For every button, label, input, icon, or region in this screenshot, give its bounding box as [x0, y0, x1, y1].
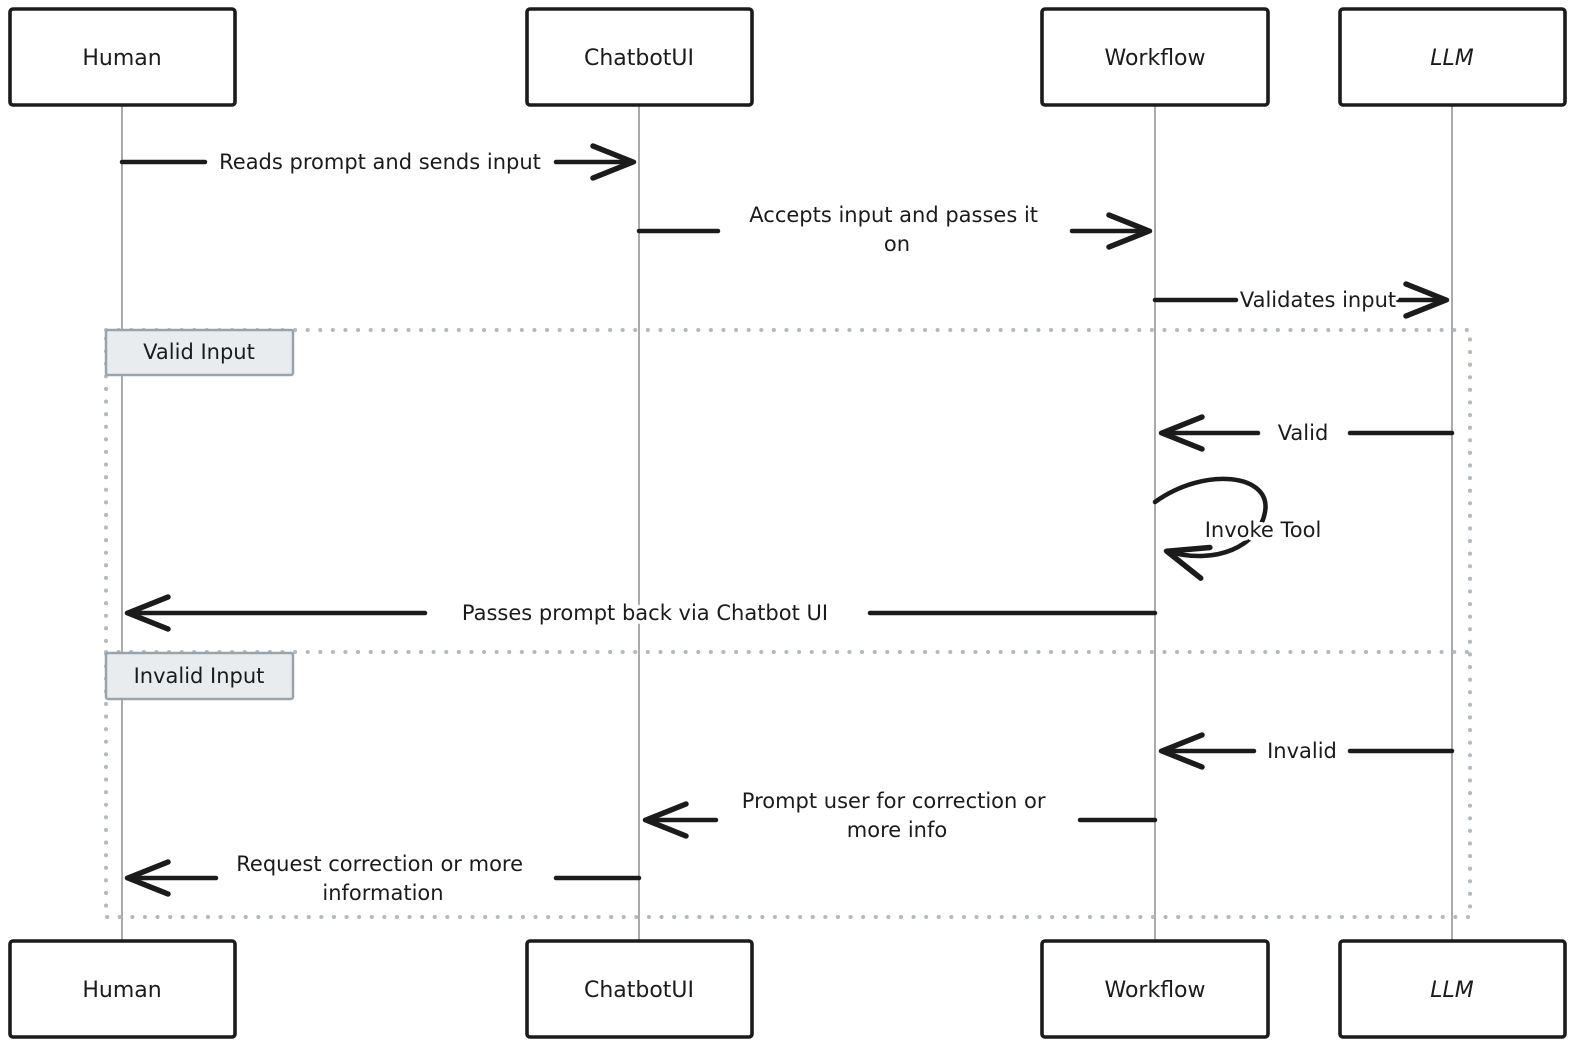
participant-llm-bottom: LLM [1338, 939, 1567, 1039]
message-invalid: Invalid [1158, 732, 1455, 770]
frame-label-invalid-text: Invalid Input [134, 664, 265, 688]
participant-label: Human [82, 46, 161, 71]
message-label: Validates input [1240, 288, 1396, 312]
message-label-line2: on [884, 232, 910, 256]
message-request-correction: Request correction or more information [124, 849, 642, 909]
message-label-line2: information [322, 881, 443, 905]
frame-label-valid-text: Valid Input [143, 340, 255, 364]
participant-box [1338, 7, 1567, 107]
participant-box [8, 939, 237, 1039]
alt-frame: Valid Input Invalid Input [104, 328, 1472, 919]
message-label: Invoke Tool [1205, 518, 1322, 542]
lifelines [121, 105, 1453, 941]
frame-label-valid-input: Valid Input [104, 328, 295, 377]
participant-box [8, 7, 237, 107]
message-prompt-user-correction: Prompt user for correction or more info [642, 786, 1158, 846]
participant-label: Workflow [1104, 46, 1205, 71]
participant-human-top: Human [8, 7, 237, 107]
participant-box [1040, 7, 1270, 107]
message-label: Prompt user for correction or more info [742, 789, 1052, 842]
participant-label: ChatbotUI [584, 46, 694, 71]
participant-label: LLM [1430, 978, 1474, 1003]
frame-label-invalid-box [104, 651, 295, 701]
message-validates-input: Validates input [1152, 281, 1450, 319]
frame-label-valid-box [104, 328, 295, 377]
participant-label: Workflow [1104, 978, 1205, 1003]
participant-label: Human [82, 978, 161, 1003]
participant-box [1040, 939, 1270, 1039]
message-label: Reads prompt and sends input [219, 150, 541, 174]
message-valid: Valid [1158, 414, 1455, 452]
participant-workflow-top: Workflow [1040, 7, 1270, 107]
participant-label: ChatbotUI [584, 978, 694, 1003]
message-label-line1: Request correction or more [236, 852, 523, 876]
participant-label: LLM [1430, 46, 1474, 71]
participants-top: Human ChatbotUI Workflow LLM [8, 7, 1567, 107]
message-label: Accepts input and passes it on [749, 203, 1044, 256]
participant-box [525, 7, 754, 107]
participant-box [525, 939, 754, 1039]
message-label: Invalid [1267, 739, 1337, 763]
participant-llm-top: LLM [1338, 7, 1567, 107]
alt-frame-border [104, 328, 1472, 919]
message-passes-prompt-back: Passes prompt back via Chatbot UI [124, 594, 1158, 632]
participant-chatbotui-top: ChatbotUI [525, 7, 754, 107]
frame-label-invalid-input: Invalid Input [104, 651, 295, 701]
message-label-line2: more info [847, 818, 947, 842]
message-label: Request correction or more information [236, 852, 529, 905]
self-loop-arrow [1152, 476, 1268, 581]
message-reads-prompt: Reads prompt and sends input [119, 143, 637, 181]
participant-chatbotui-bottom: ChatbotUI [525, 939, 754, 1039]
participant-human-bottom: Human [8, 939, 237, 1039]
messages: Reads prompt and sends input Accepts inp… [119, 143, 1455, 909]
participant-box [1338, 939, 1567, 1039]
message-label: Passes prompt back via Chatbot UI [462, 601, 828, 625]
participant-workflow-bottom: Workflow [1040, 939, 1270, 1039]
message-invoke-tool: Invoke Tool [1152, 476, 1325, 581]
message-label-line1: Prompt user for correction or [742, 789, 1046, 813]
participants-bottom: Human ChatbotUI Workflow LLM [8, 939, 1567, 1039]
message-label-line1: Accepts input and passes it [749, 203, 1038, 227]
message-accepts-input: Accepts input and passes it on [636, 200, 1153, 260]
message-label: Valid [1278, 421, 1329, 445]
